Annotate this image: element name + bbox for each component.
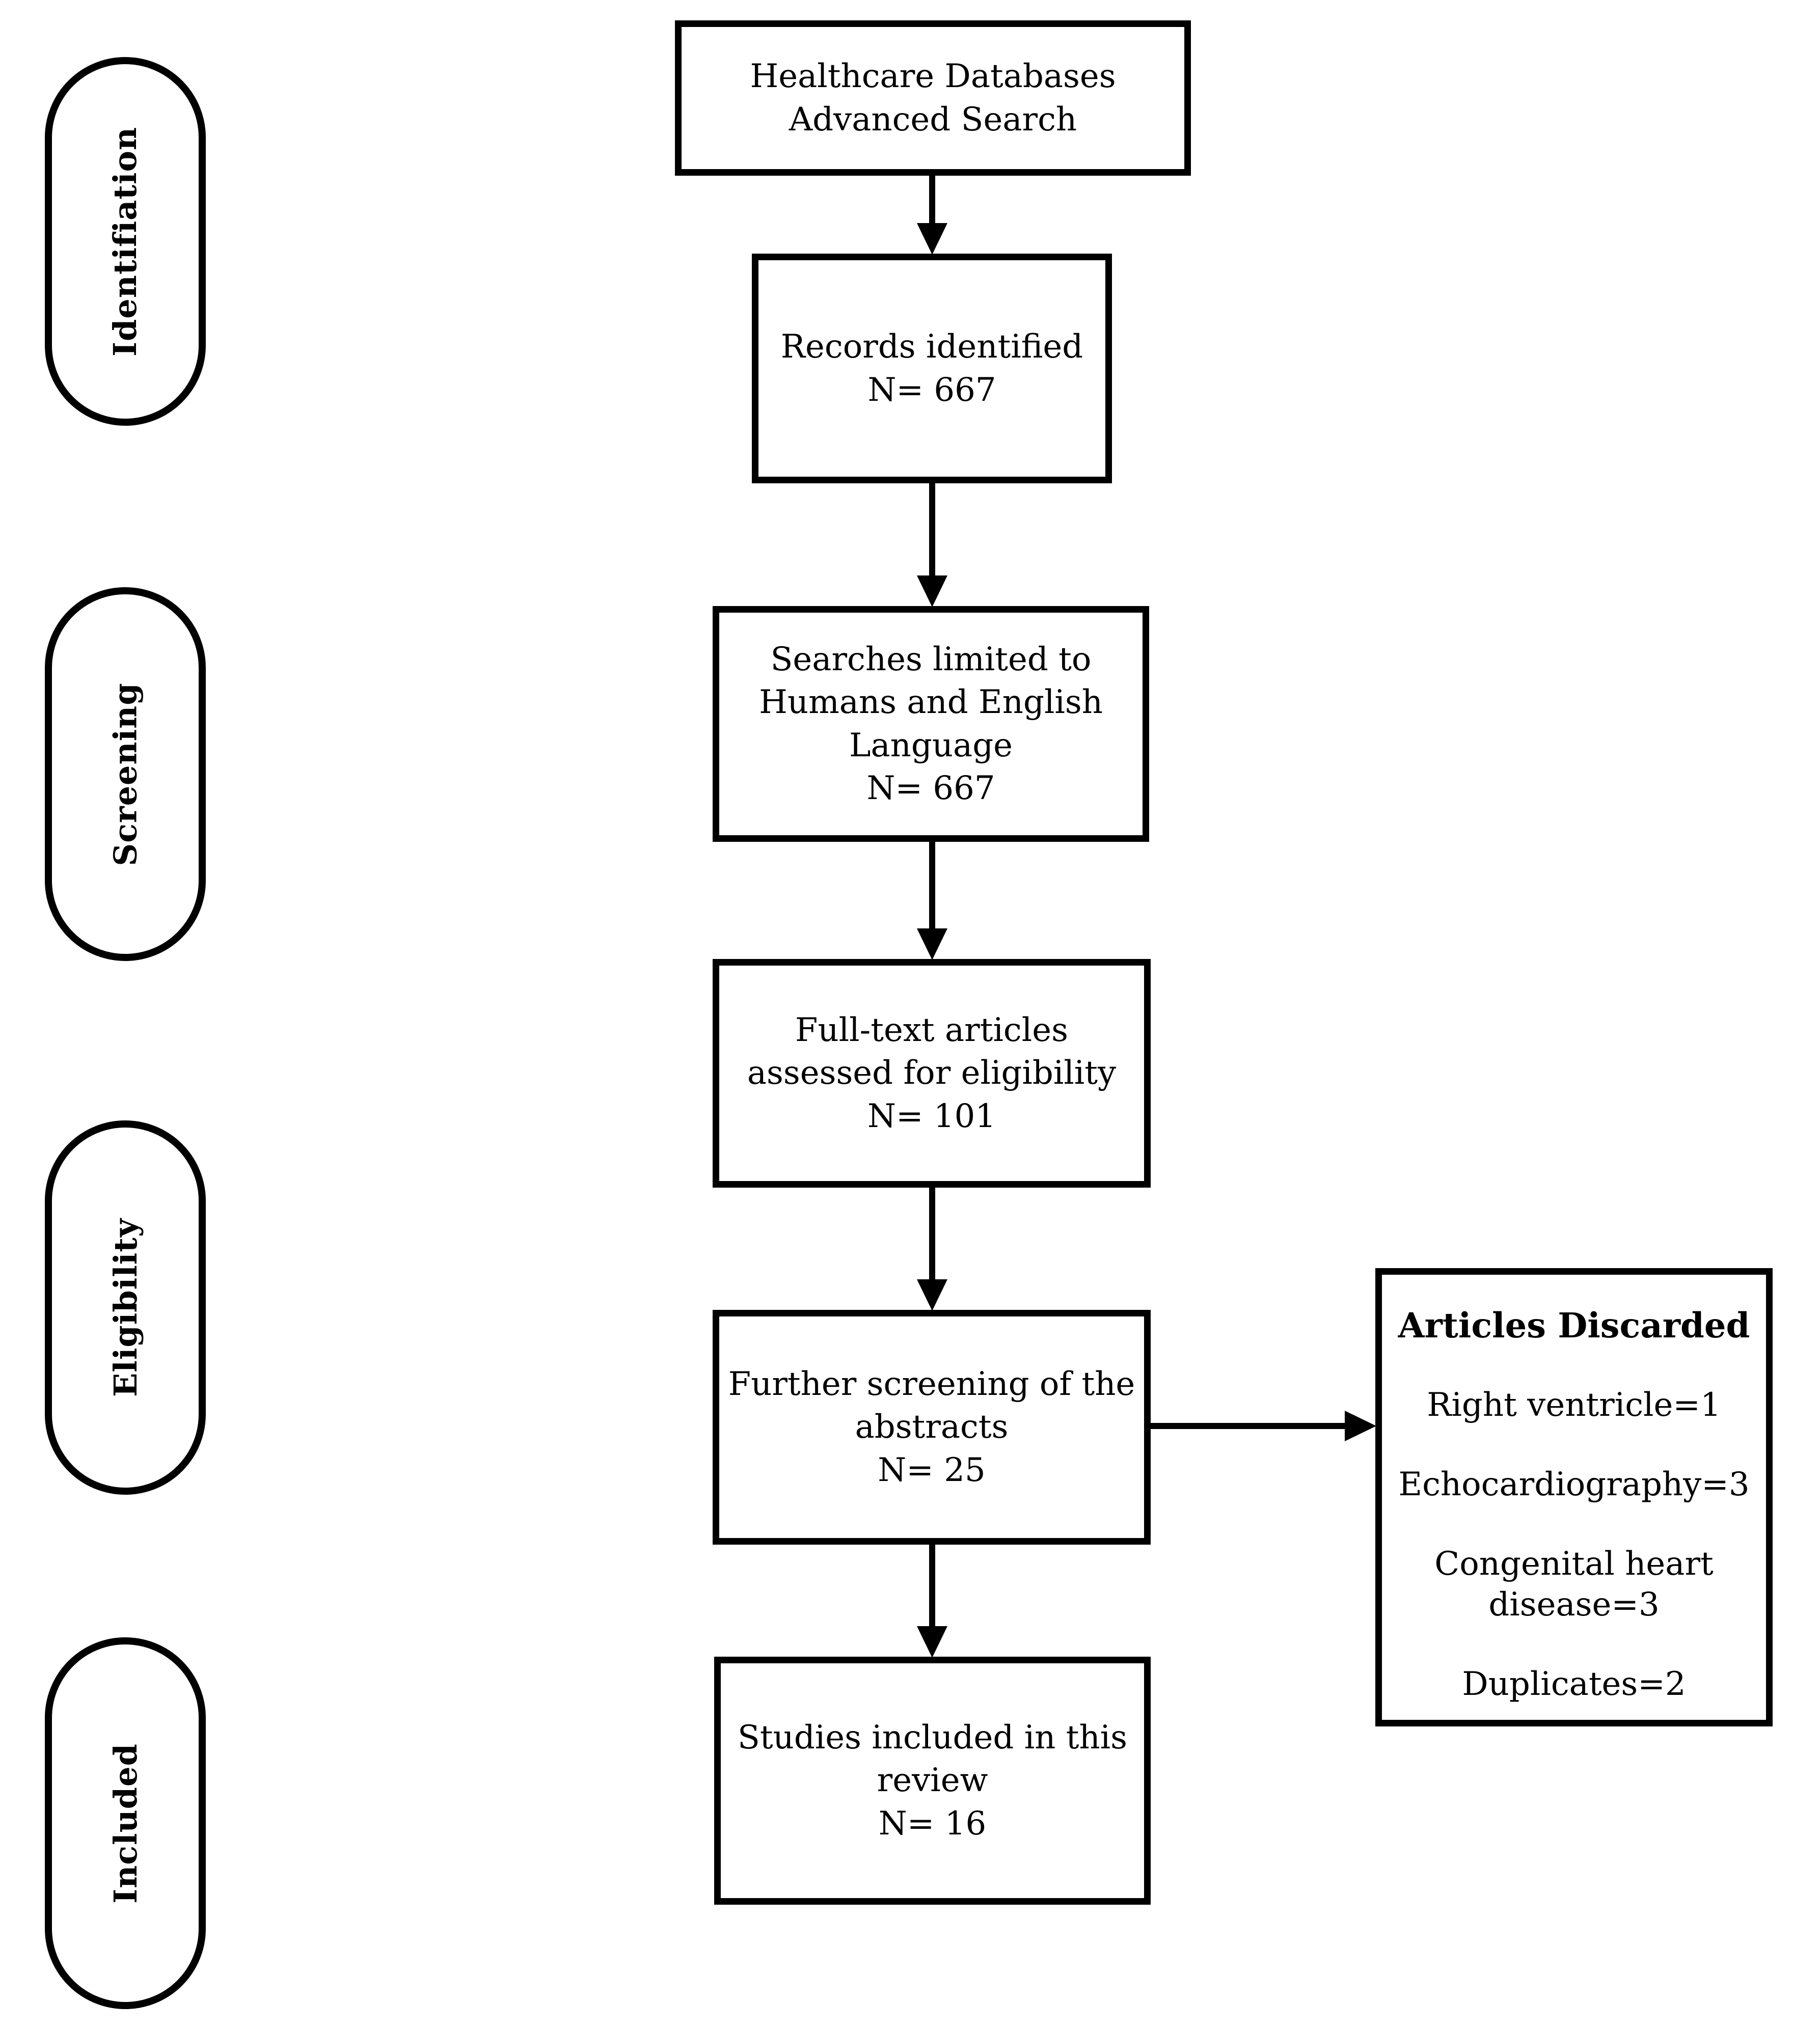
discard-box: Articles Discarded Right ventricle=1 Ech… bbox=[1375, 1268, 1773, 1726]
flow-box-abstract-screening-text: Further screening of the abstracts N= 25 bbox=[728, 1365, 1135, 1489]
arrowhead-down-1-icon bbox=[917, 223, 947, 255]
arrowhead-down-3-icon bbox=[917, 928, 947, 960]
flow-box-studies-included: Studies included in this review N= 16 bbox=[714, 1657, 1151, 1905]
stage-label-identification: Identifiation bbox=[106, 126, 144, 356]
flow-box-searches-limited: Searches limited to Humans and English L… bbox=[713, 606, 1149, 842]
stage-pill-included: Included bbox=[45, 1637, 206, 2009]
discard-item-duplicates: Duplicates=2 bbox=[1462, 1665, 1686, 1704]
stage-label-eligibility: Eligibility bbox=[106, 1218, 144, 1397]
arrowhead-down-2-icon bbox=[917, 575, 947, 607]
discard-box-title: Articles Discarded bbox=[1398, 1305, 1750, 1346]
connector-line-3 bbox=[929, 842, 935, 928]
flow-box-records-identified: Records identified N= 667 bbox=[752, 254, 1112, 483]
arrowhead-down-5-icon bbox=[917, 1626, 947, 1658]
discard-item-congenital-heart-disease: Congenital heart disease=3 bbox=[1434, 1545, 1714, 1624]
connector-line-2 bbox=[929, 483, 935, 575]
stage-pill-eligibility: Eligibility bbox=[45, 1120, 206, 1495]
arrowhead-down-4-icon bbox=[917, 1279, 947, 1311]
flow-box-fulltext-assessed: Full-text articles assessed for eligibil… bbox=[713, 959, 1151, 1188]
stage-label-included: Included bbox=[106, 1743, 144, 1904]
connector-line-4 bbox=[929, 1188, 935, 1279]
connector-line-1 bbox=[929, 176, 935, 223]
flow-box-healthcare-databases-text: Healthcare Databases Advanced Search bbox=[750, 58, 1116, 139]
flow-box-records-identified-text: Records identified N= 667 bbox=[780, 328, 1083, 409]
flow-box-healthcare-databases: Healthcare Databases Advanced Search bbox=[675, 20, 1191, 176]
discard-item-echocardiography: Echocardiography=3 bbox=[1398, 1466, 1750, 1504]
flow-box-abstract-screening: Further screening of the abstracts N= 25 bbox=[713, 1310, 1151, 1545]
stage-pill-identification: Identifiation bbox=[45, 57, 206, 426]
arrowhead-right-discard-icon bbox=[1345, 1411, 1376, 1441]
discard-item-right-ventricle: Right ventricle=1 bbox=[1427, 1386, 1721, 1424]
stage-pill-screening: Screening bbox=[45, 587, 206, 961]
stage-label-screening: Screening bbox=[106, 682, 144, 866]
connector-line-discard bbox=[1151, 1423, 1345, 1429]
connector-line-5 bbox=[929, 1545, 935, 1626]
flow-box-searches-limited-text: Searches limited to Humans and English L… bbox=[759, 640, 1103, 807]
flow-box-fulltext-assessed-text: Full-text articles assessed for eligibil… bbox=[747, 1011, 1117, 1135]
flow-box-studies-included-text: Studies included in this review N= 16 bbox=[738, 1718, 1127, 1843]
